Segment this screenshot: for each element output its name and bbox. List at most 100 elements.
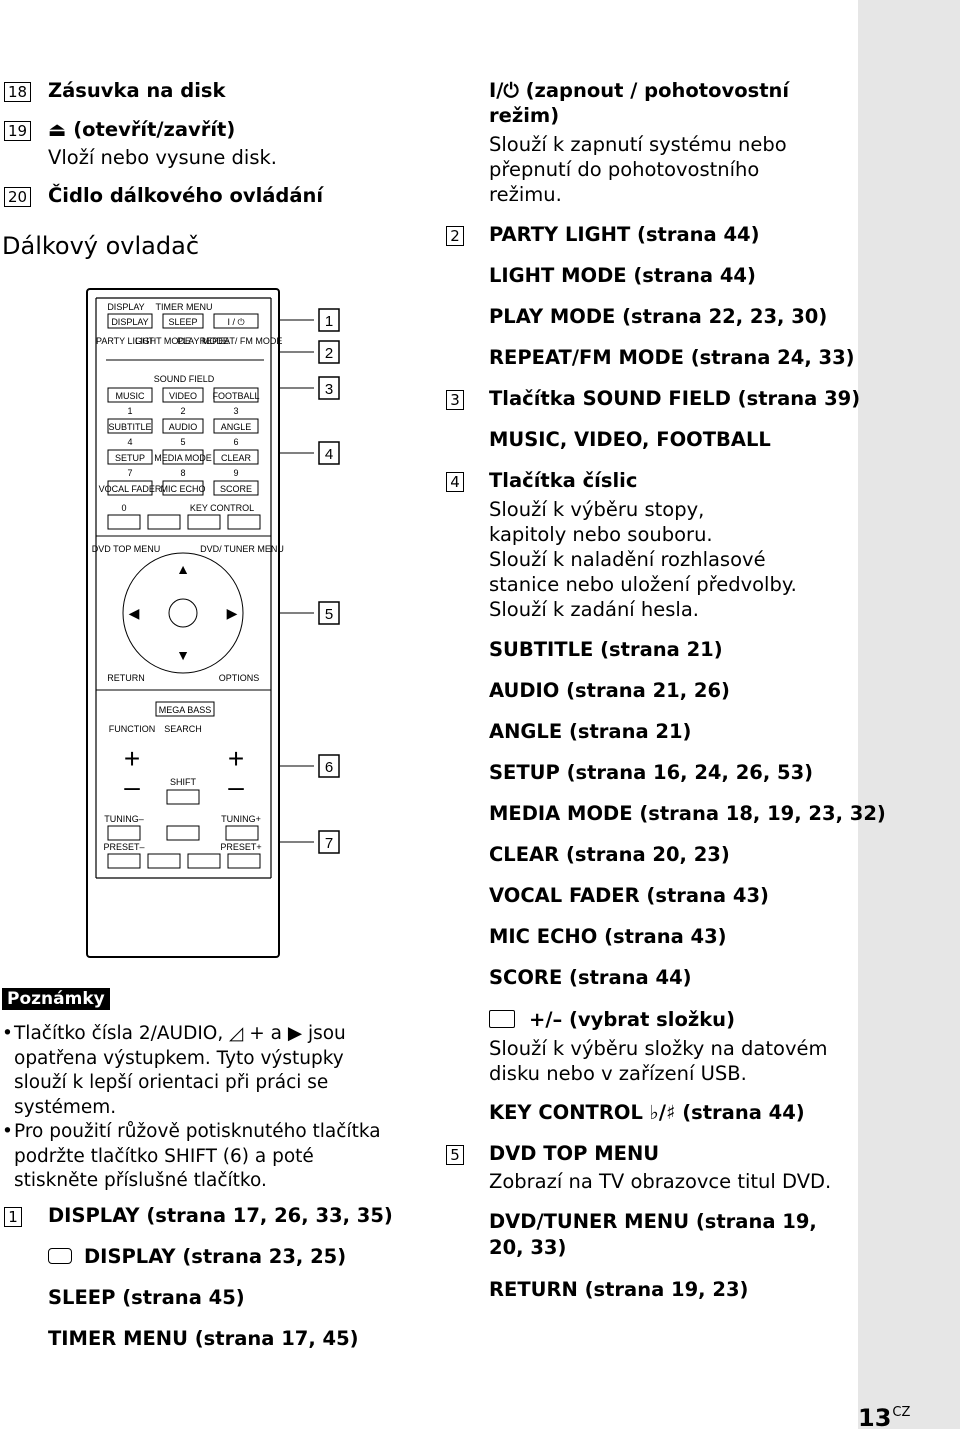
item-3-line-2: MUSIC, VIDEO, FOOTBALL xyxy=(489,428,771,451)
item-19-text: ⏏ (otevřít/zavřít) xyxy=(48,118,236,141)
callout-5: 5 xyxy=(325,606,333,623)
btn-setup: SETUP xyxy=(115,453,145,463)
btn-media-mode: MEDIA MODE xyxy=(154,453,212,463)
item-4-list-4: SETUP (strana 16, 24, 26, 53) xyxy=(489,761,814,784)
function-minus: – xyxy=(124,771,140,802)
power-desc-2: přepnutí do pohotovostního xyxy=(489,158,760,181)
item-number-2: 2 xyxy=(446,222,464,247)
section-title: Dálkový ovladač xyxy=(2,232,200,260)
num-1: 1 xyxy=(127,406,132,416)
label-party-light: PARTY LIGHT xyxy=(96,336,155,346)
power-title-1: I/⏻ (zapnout / pohotovostní xyxy=(489,79,790,102)
item-5-list-1: DVD/TUNER MENU (strana 19, xyxy=(489,1210,817,1233)
notes-list: Tlačítko čísla 2/AUDIO, ◿ + a ▶ jsou opa… xyxy=(2,1022,392,1194)
item-4-desc-1: Slouží k výběru stopy, xyxy=(489,498,705,521)
power-desc-3: režimu. xyxy=(489,183,562,206)
label-display-top: DISPLAY xyxy=(107,302,144,312)
btn-audio: AUDIO xyxy=(169,422,198,432)
num-4: 4 xyxy=(127,437,132,447)
item-4-list-6: CLEAR (strana 20, 23) xyxy=(489,843,730,866)
item-1-line-2: DISPLAY (strana 23, 25) xyxy=(48,1244,346,1269)
item-4-list-2: AUDIO (strana 21, 26) xyxy=(489,679,730,702)
callout-6: 6 xyxy=(325,759,333,776)
item-4-title: Tlačítka číslic xyxy=(489,469,638,492)
num-8: 8 xyxy=(180,468,185,478)
power-desc-1: Slouží k zapnutí systému nebo xyxy=(489,133,787,156)
label-dvd-top-menu: DVD TOP MENU xyxy=(92,544,161,554)
nav-down-arrow: ▼ xyxy=(176,647,190,663)
btn-mega-bass: MEGA BASS xyxy=(159,705,212,715)
item-4-desc-5: Slouží k zadání hesla. xyxy=(489,598,699,621)
item-2-line-1: PARTY LIGHT (strana 44) xyxy=(489,223,760,246)
label-repeat: REPEAT/ FM MODE xyxy=(200,336,283,346)
item-4-list-7: VOCAL FADER (strana 43) xyxy=(489,884,769,907)
item-1-line-4: TIMER MENU (strana 17, 45) xyxy=(48,1327,359,1350)
callout-3: 3 xyxy=(325,381,333,398)
item-5-list-2: 20, 33) xyxy=(489,1236,567,1259)
nav-up-arrow: ▲ xyxy=(176,561,190,577)
folder-title: +/– (vybrat složku) xyxy=(489,1007,735,1032)
item-5-title: DVD TOP MENU xyxy=(489,1142,660,1165)
label-light-mode: LIGHT MODE xyxy=(135,336,191,346)
label-key-control: KEY CONTROL xyxy=(190,503,254,513)
notes-badge: Poznámky xyxy=(2,988,110,1010)
num-0: 0 xyxy=(121,503,126,513)
label-play-mode: PLAY MODE xyxy=(177,336,229,346)
label-preset-plus: PRESET+ xyxy=(220,842,261,852)
folder-desc-1: Slouží k výběru složky na datovém xyxy=(489,1037,828,1060)
label-tuning-plus: TUNING+ xyxy=(221,814,261,824)
item-20-text: Čidlo dálkového ovládání xyxy=(48,184,324,207)
item-2-line-2: LIGHT MODE (strana 44) xyxy=(489,264,756,287)
num-5: 5 xyxy=(180,437,185,447)
num-3: 3 xyxy=(233,406,238,416)
item-number-1: 1 xyxy=(4,1203,22,1228)
item-3-line-1: Tlačítka SOUND FIELD (strana 39) xyxy=(489,387,861,410)
btn-video: VIDEO xyxy=(169,391,197,401)
btn-angle: ANGLE xyxy=(221,422,252,432)
label-shift: SHIFT xyxy=(170,777,197,787)
label-timer-menu: TIMER MENU xyxy=(156,302,213,312)
btn-display: DISPLAY xyxy=(111,317,148,327)
nav-left-arrow: ◀ xyxy=(129,605,140,621)
item-number-19: 19 xyxy=(4,117,32,142)
item-4-desc-3: Slouží k naladění rozhlasové xyxy=(489,548,766,571)
num-2: 2 xyxy=(180,406,185,416)
callout-1: 1 xyxy=(325,313,333,330)
remote-control-illustration: DISPLAY TIMER MENU DISPLAY SLEEP I / ⏻ P… xyxy=(86,288,340,958)
item-number-4: 4 xyxy=(446,468,464,493)
item-5-desc: Zobrazí na TV obrazovce titul DVD. xyxy=(489,1170,832,1193)
power-title-2: režim) xyxy=(489,104,560,127)
btn-vocal-fader: VOCAL FADER xyxy=(99,484,162,494)
item-2-line-4: REPEAT/FM MODE (strana 24, 33) xyxy=(489,346,855,369)
item-1-line-3: SLEEP (strana 45) xyxy=(48,1286,245,1309)
item-4-list-9: SCORE (strana 44) xyxy=(489,966,692,989)
item-2-line-3: PLAY MODE (strana 22, 23, 30) xyxy=(489,305,828,328)
btn-clear: CLEAR xyxy=(221,453,252,463)
nav-right-arrow: ▶ xyxy=(227,605,238,621)
item-4-list-5: MEDIA MODE (strana 18, 19, 23, 32) xyxy=(489,802,886,825)
item-18-text: Zásuvka na disk xyxy=(48,79,226,102)
btn-football: FOOTBALL xyxy=(212,391,259,401)
item-4-list-8: MIC ECHO (strana 43) xyxy=(489,925,727,948)
label-tuning-minus: TUNING– xyxy=(104,814,144,824)
item-1-line-1: DISPLAY (strana 17, 26, 33, 35) xyxy=(48,1204,393,1227)
item-number-20: 20 xyxy=(4,183,32,208)
label-search: SEARCH xyxy=(164,724,202,734)
label-options: OPTIONS xyxy=(219,673,260,683)
item-4-list-1: SUBTITLE (strana 21) xyxy=(489,638,723,661)
folder-desc-2: disku nebo v zařízení USB. xyxy=(489,1062,747,1085)
label-dvd-tuner-menu: DVD/ TUNER MENU xyxy=(200,544,284,554)
item-number-3: 3 xyxy=(446,386,464,411)
callout-2: 2 xyxy=(325,345,333,362)
item-4-desc-2: kapitoly nebo souboru. xyxy=(489,523,713,546)
item-5-list-3: RETURN (strana 19, 23) xyxy=(489,1278,749,1301)
remote-display-icon xyxy=(48,1248,72,1264)
num-6: 6 xyxy=(233,437,238,447)
folder-icon xyxy=(489,1010,515,1028)
side-band xyxy=(858,0,960,1429)
page-number: 13CZ xyxy=(858,1404,911,1432)
label-sound-field: SOUND FIELD xyxy=(154,374,215,384)
callout-4: 4 xyxy=(325,446,333,463)
volume-plus: + xyxy=(228,743,244,774)
btn-score: SCORE xyxy=(220,484,252,494)
